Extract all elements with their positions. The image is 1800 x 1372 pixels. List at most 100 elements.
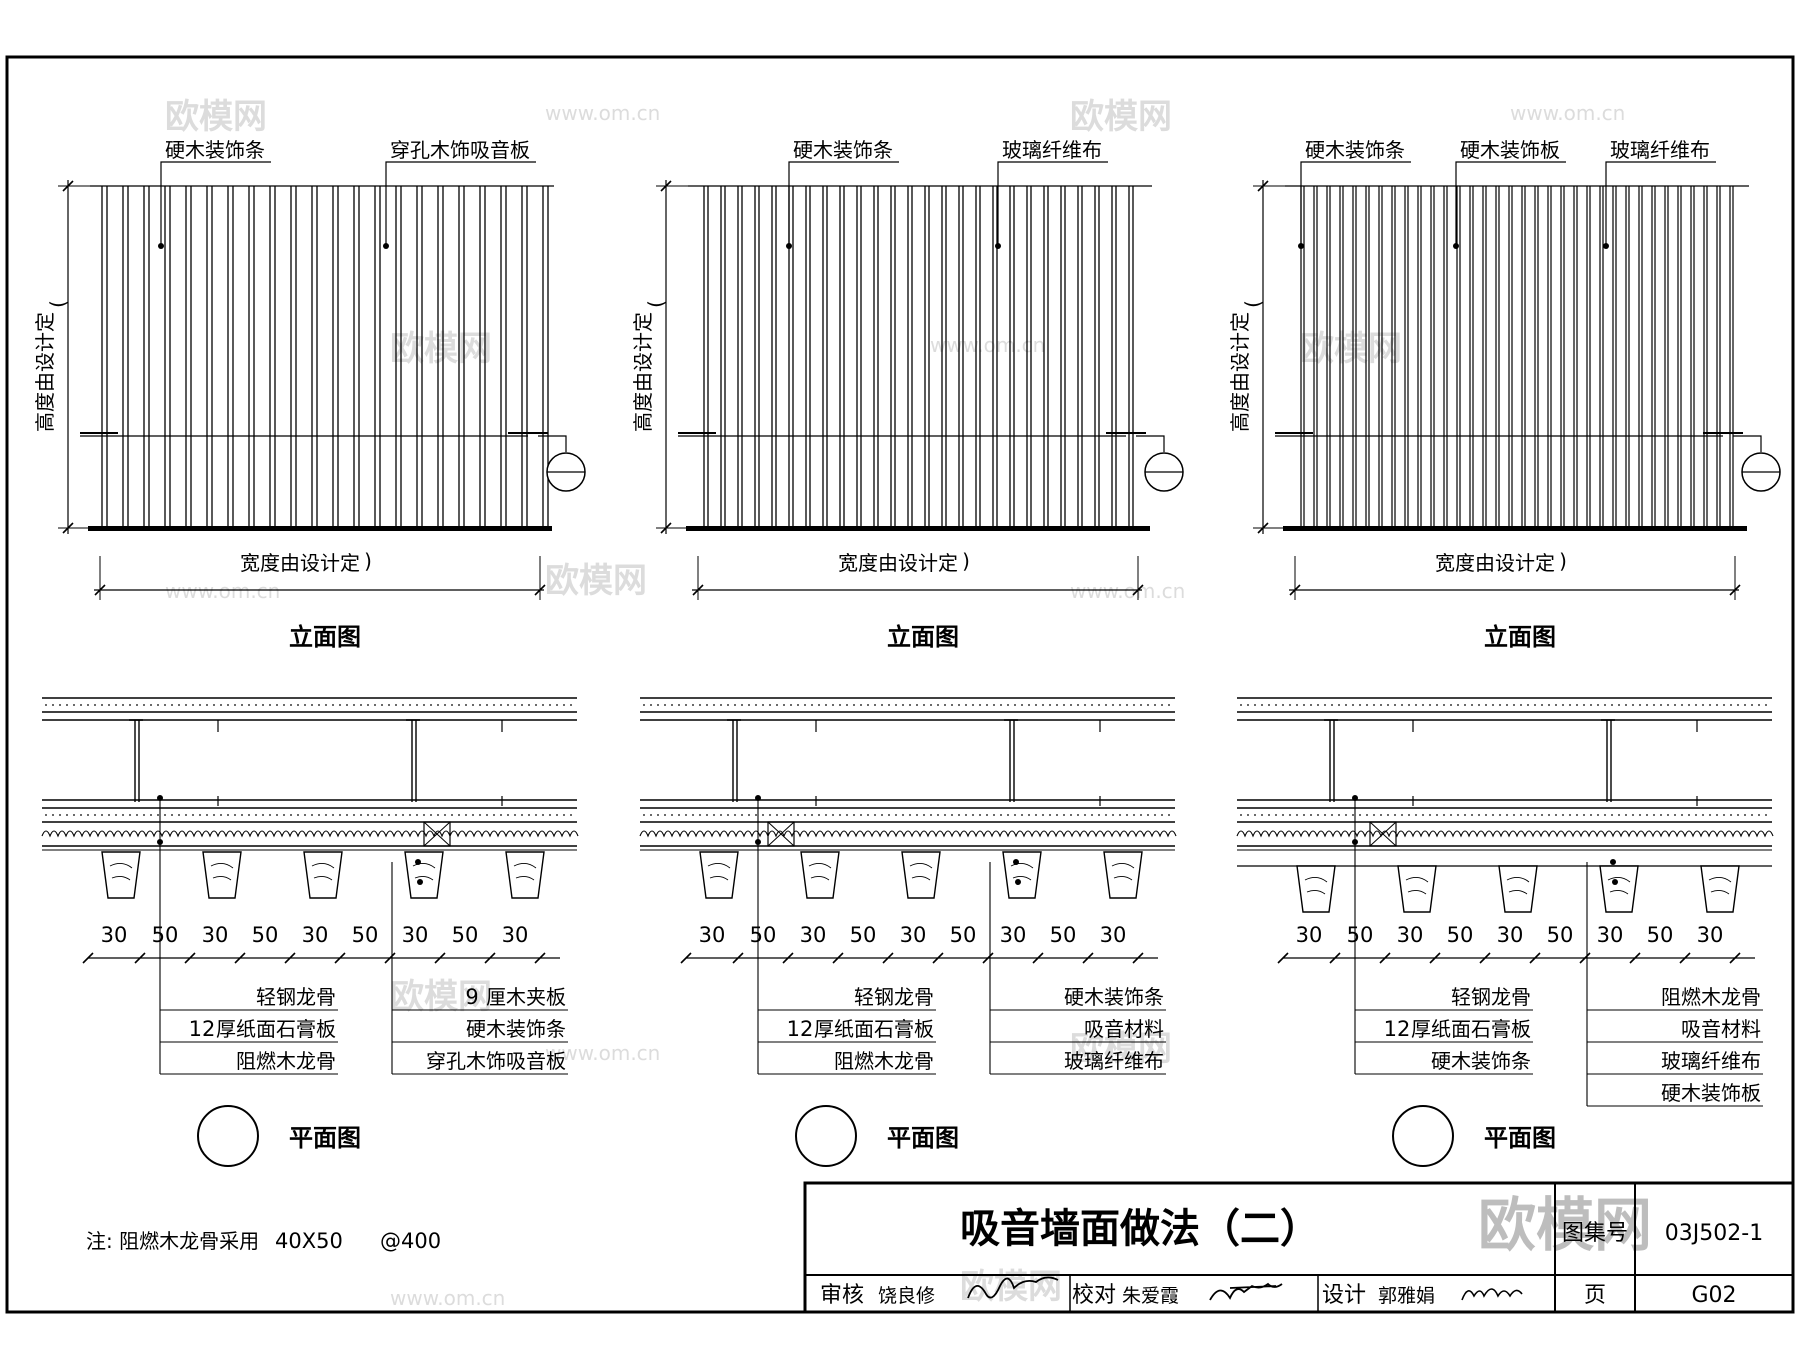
board-dot	[1077, 704, 1079, 706]
board-dot	[1042, 704, 1044, 706]
wood-batten	[767, 821, 795, 847]
board-dot	[1373, 704, 1375, 706]
callout-label: 轻钢龙骨	[256, 985, 336, 1009]
board-dot	[860, 814, 862, 816]
watermark-text: 欧模网	[1070, 1029, 1172, 1069]
board-dot	[874, 814, 876, 816]
board-dot	[993, 704, 995, 706]
dimension-tick	[534, 952, 546, 964]
dimension-tick	[982, 952, 994, 964]
board-dot	[832, 814, 834, 816]
board-dot	[1268, 814, 1270, 816]
board-dot	[1415, 814, 1417, 816]
board-dot	[1625, 814, 1627, 816]
board-dot	[1548, 814, 1550, 816]
board-dot	[1373, 814, 1375, 816]
hardwood-strip	[1103, 851, 1143, 899]
insulation-layer	[639, 830, 1177, 838]
atlas-number: 03J502-1	[1665, 1221, 1763, 1246]
board-dot	[563, 704, 565, 706]
board-dot	[769, 814, 771, 816]
board-dot	[220, 704, 222, 706]
board-dot	[1387, 814, 1389, 816]
board-dot	[381, 814, 383, 816]
board-dot	[951, 814, 953, 816]
board-dot	[888, 814, 890, 816]
dimension-tick	[932, 952, 944, 964]
board-dot	[514, 704, 516, 706]
leader-dot	[415, 859, 421, 865]
callout-label: 硬木装饰板	[1661, 1081, 1761, 1105]
leader-dot	[995, 243, 1001, 249]
board-dot	[657, 704, 659, 706]
board-dot	[521, 704, 523, 706]
leader-dot	[158, 243, 164, 249]
board-dot	[986, 704, 988, 706]
board-dot	[1506, 704, 1508, 706]
board-dot	[1296, 814, 1298, 816]
board-dot	[1126, 814, 1128, 816]
board-dot	[1035, 704, 1037, 706]
board-dot	[713, 704, 715, 706]
board-dot	[692, 704, 694, 706]
board-dot	[783, 814, 785, 816]
label-leader	[160, 161, 271, 246]
board-dot	[409, 704, 411, 706]
elevation-label: 硬木装饰条	[165, 138, 265, 162]
dimension-value: 30	[1000, 923, 1027, 947]
board-dot	[902, 814, 904, 816]
board-dot	[1688, 704, 1690, 706]
board-dot	[1133, 704, 1135, 706]
height-paren: )	[645, 300, 669, 308]
board-dot	[290, 814, 292, 816]
board-dot	[1317, 814, 1319, 816]
board-dot	[556, 704, 558, 706]
board-dot	[528, 814, 530, 816]
board-dot	[1070, 704, 1072, 706]
board-dot	[178, 814, 180, 816]
board-dot	[1254, 814, 1256, 816]
leader-dot	[1298, 243, 1304, 249]
board-dot	[269, 814, 271, 816]
board-dot	[1660, 704, 1662, 706]
dimension-tick	[680, 952, 692, 964]
board-dot	[902, 704, 904, 706]
dimension-tick	[1082, 952, 1094, 964]
board-dot	[762, 814, 764, 816]
board-dot	[1562, 814, 1564, 816]
dimension-tick	[284, 952, 296, 964]
board-dot	[1254, 704, 1256, 706]
board-dot	[1105, 814, 1107, 816]
board-dot	[479, 704, 481, 706]
elevation-caption: 立面图	[1484, 623, 1556, 651]
height-note: 高度由设计定	[1228, 312, 1252, 432]
board-dot	[304, 814, 306, 816]
board-dot	[1380, 704, 1382, 706]
board-dot	[958, 814, 960, 816]
dimension-value: 30	[101, 923, 128, 947]
board-dot	[1084, 704, 1086, 706]
vertical-strips	[1300, 186, 1734, 528]
board-dot	[930, 704, 932, 706]
board-dot	[1702, 704, 1704, 706]
board-dot	[776, 814, 778, 816]
board-dot	[199, 704, 201, 706]
board-dot	[549, 704, 551, 706]
board-dot	[332, 814, 334, 816]
watermark-url: www.om.cn	[390, 1286, 505, 1310]
board-dot	[776, 704, 778, 706]
board-dot	[888, 704, 890, 706]
label-leader	[788, 161, 899, 246]
board-dot	[262, 814, 264, 816]
section-circle	[795, 1105, 857, 1167]
board-dot	[1646, 704, 1648, 706]
board-dot	[1737, 814, 1739, 816]
board-dot	[1394, 814, 1396, 816]
board-dot	[444, 814, 446, 816]
board-dot	[846, 704, 848, 706]
hardwood-strip	[1498, 865, 1538, 913]
wood-grain	[707, 863, 731, 881]
board-dot	[930, 814, 932, 816]
